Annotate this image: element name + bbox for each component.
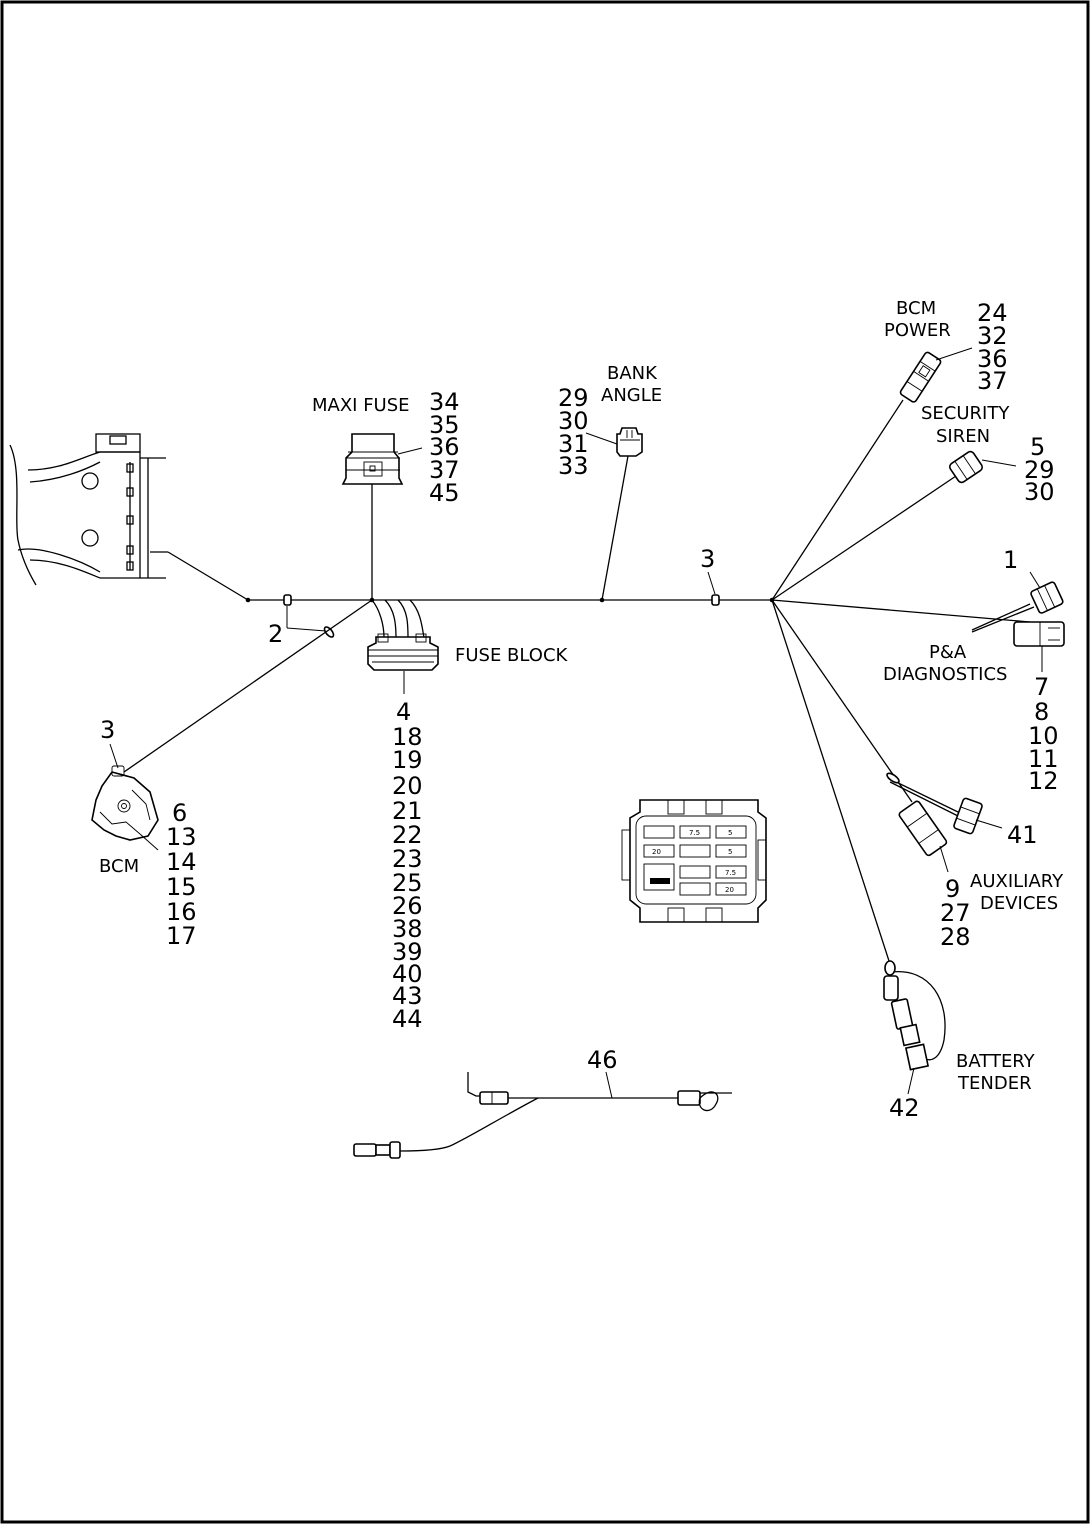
callout-number: 3 [700,545,715,573]
callout-number: 22 [392,821,423,849]
callout-number: 39 [392,938,423,966]
callout-number: 13 [166,823,197,851]
callout-number: 30 [1024,478,1055,506]
callout-number: 41 [1007,821,1038,849]
callout-number: 36 [977,345,1008,373]
callout-number: 42 [889,1094,920,1122]
callout-number: 16 [166,898,197,926]
callout-number: 17 [166,922,197,950]
main-trunk [150,551,775,603]
callout-number: 1 [1003,546,1018,574]
fuse-rating: 7.5 [689,829,700,837]
callout-number: 7 [1034,673,1049,701]
auxiliary-devices-label: DEVICES [980,893,1058,914]
callout-number: 24 [977,299,1008,327]
callout-number: 43 [392,982,423,1010]
frame-bracket [9,433,166,586]
callout-number: 27 [940,899,971,927]
callout-number: 18 [392,723,423,751]
callout-number: 32 [977,322,1008,350]
security-siren-callouts: 5 29 30 [1024,433,1055,506]
callout-number: 36 [429,433,460,461]
callout-number: 40 [392,960,423,988]
callout-number: 33 [558,452,589,480]
callout-number: 12 [1028,767,1059,795]
callout-number: 2 [268,620,283,648]
callout-number: 10 [1028,722,1059,750]
callout-number: 8 [1034,698,1049,726]
callout-number: 19 [392,746,423,774]
fuse-rating-labels: 7.5 5 20 5 7.5 20 [652,829,736,894]
fuse-rating: 5 [728,848,732,856]
callout-number: 5 [1030,433,1045,461]
callout-number: 25 [392,869,423,897]
bank-angle-callouts: 29 30 31 33 [558,384,589,480]
bank-angle-label: ANGLE [601,385,662,406]
callout-number: 38 [392,915,423,943]
callout-number: 44 [392,1005,423,1033]
callout-number: 29 [558,384,589,412]
cable-clip-right [707,571,720,606]
fuse-block-connector [367,599,439,694]
bcm-label: BCM [99,856,139,877]
fuse-block-label: FUSE BLOCK [455,645,569,666]
callout-number: 3 [100,716,115,744]
callout-number: 37 [977,367,1008,395]
battery-tender-label: BATTERY [956,1051,1036,1072]
callout-number: 35 [429,411,460,439]
maxi-fuse-label: MAXI FUSE [312,395,410,416]
security-siren-connector [771,450,1017,601]
auxiliary-devices-callouts: 9 27 28 [940,875,971,951]
cable-clip-left [283,594,335,638]
fuse-rating: 7.5 [725,869,736,877]
pa-diagnostics-connector [771,571,1065,672]
callout-number: 31 [558,430,589,458]
callout-number: 30 [558,407,589,435]
fuse-rating: 20 [652,848,661,856]
callout-number: 46 [587,1046,618,1074]
battery-tender-label: TENDER [957,1073,1032,1094]
bank-angle-label: BANK [607,363,658,384]
callout-number: 15 [166,873,197,901]
callout-number: 11 [1028,745,1059,773]
callout-number: 45 [429,479,460,507]
callout-number: 20 [392,772,423,800]
bcm-power-label: POWER [884,320,951,341]
auxiliary-devices-connector [771,599,1003,873]
bcm-module [91,599,373,851]
callout-number: 34 [429,388,460,416]
maxi-fuse-callouts: 34 35 36 37 45 [429,388,460,507]
callout-number: 9 [945,875,960,903]
bcm-power-label: BCM [896,298,936,319]
extension-harness [353,1071,732,1159]
callout-number: 23 [392,845,423,873]
fuse-block-detail [621,799,767,923]
pa-diagnostics-callouts: 7 8 10 11 12 [1028,673,1059,795]
pa-diagnostics-label: DIAGNOSTICS [883,664,1007,685]
auxiliary-devices-label: AUXILIARY [970,871,1064,892]
fuse-block-callouts: 4 18 19 20 21 22 23 25 26 38 39 40 43 44 [392,698,423,1033]
callout-number: 37 [429,456,460,484]
callout-number: 28 [940,923,971,951]
callout-number: 14 [166,848,197,876]
fuse-rating: 20 [725,886,734,894]
bank-angle-connector [585,427,643,601]
callout-number: 4 [396,698,411,726]
bcm-power-connector [771,347,973,601]
security-siren-label: SIREN [936,426,990,447]
callout-number: 26 [392,892,423,920]
fuse-rating: 5 [728,829,732,837]
bcm-power-callouts: 24 32 36 37 [977,299,1008,395]
security-siren-label: SECURITY [921,403,1010,424]
maxi-fuse-connector [341,433,423,600]
callout-number: 29 [1024,456,1055,484]
battery-tender-connector [771,599,946,1095]
callout-number: 6 [172,799,187,827]
callout-number: 21 [392,797,423,825]
pa-diagnostics-label: P&A [929,642,967,663]
bcm-callouts: 6 13 14 15 16 17 [166,799,197,950]
